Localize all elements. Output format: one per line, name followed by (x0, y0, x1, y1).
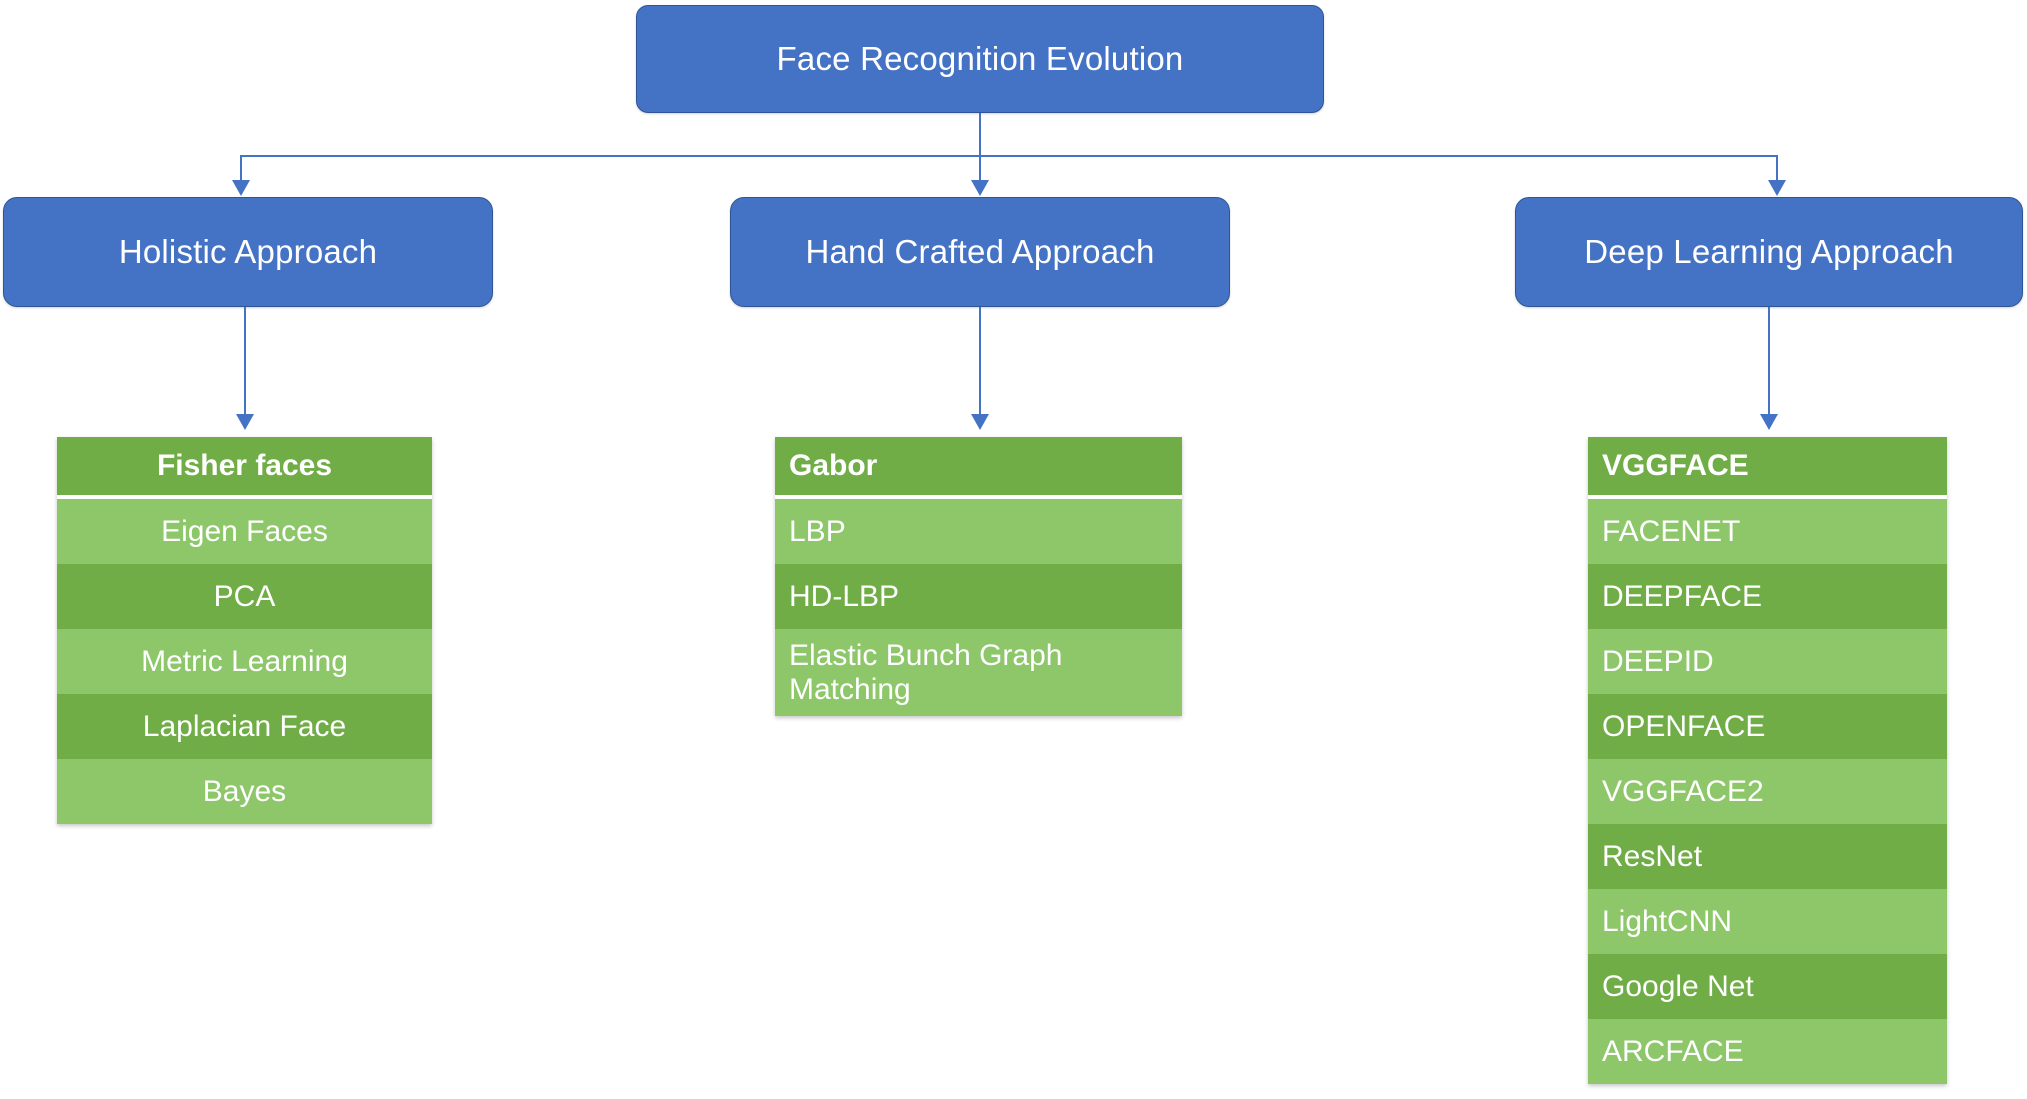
node-hand-crafted-approach-label: Hand Crafted Approach (805, 233, 1155, 270)
arrowhead-middle (971, 180, 989, 196)
list-item[interactable]: DEEPFACE (1588, 564, 1947, 629)
list-item[interactable]: HD-LBP (775, 564, 1182, 629)
list-item[interactable]: ARCFACE (1588, 1019, 1947, 1084)
list-item-label: Google Net (1602, 969, 1754, 1003)
list-item-label: LightCNN (1602, 904, 1733, 938)
connector-holistic-to-list (244, 307, 246, 417)
list-item[interactable]: Laplacian Face (57, 694, 432, 759)
list-item-label: Bayes (202, 774, 287, 808)
connector-drop-middle (979, 155, 981, 183)
list-item-label: VGGFACE (1602, 449, 1749, 483)
connector-horizontal-bus (240, 155, 1777, 157)
list-item-label: FACENET (1602, 514, 1741, 548)
node-root-label: Face Recognition Evolution (776, 40, 1184, 77)
arrowhead-left (232, 180, 250, 196)
list-item[interactable]: Bayes (57, 759, 432, 824)
list-item[interactable]: DEEPID (1588, 629, 1947, 694)
node-root[interactable]: Face Recognition Evolution (636, 5, 1324, 113)
node-holistic-approach-label: Holistic Approach (118, 233, 378, 270)
list-item-label: Fisher faces (156, 449, 333, 483)
connector-deep-learning-to-list (1768, 307, 1770, 417)
list-item-label: DEEPFACE (1602, 579, 1763, 613)
node-deep-learning-approach-label: Deep Learning Approach (1584, 233, 1954, 270)
arrowhead-holistic-list (236, 414, 254, 430)
list-item-label: DEEPID (1602, 644, 1714, 678)
connector-hand-crafted-to-list (979, 307, 981, 417)
list-deep-learning-methods: VGGFACE FACENET DEEPFACE DEEPID OPENFACE VGGF… (1588, 437, 1947, 1084)
connector-root-stem (979, 113, 981, 156)
list-item-label: VGGFACE2 (1602, 774, 1764, 808)
list-item[interactable]: PCA (57, 564, 432, 629)
list-item[interactable]: Elastic Bunch Graph Matching (775, 629, 1182, 717)
list-item-label: ARCFACE (1602, 1034, 1744, 1068)
list-item-header[interactable]: Fisher faces (57, 437, 432, 499)
list-item-label: OPENFACE (1602, 709, 1766, 743)
arrowhead-hand-crafted-list (971, 414, 989, 430)
list-item[interactable]: LBP (775, 499, 1182, 564)
list-item-label: Laplacian Face (142, 709, 347, 743)
list-item-label: PCA (213, 579, 276, 613)
list-item-label: Elastic Bunch Graph Matching (789, 639, 1063, 706)
node-holistic-approach[interactable]: Holistic Approach (3, 197, 493, 307)
list-item-label: Eigen Faces (161, 514, 328, 548)
connector-drop-left (240, 155, 242, 183)
list-item-label: ResNet (1602, 839, 1703, 873)
arrowhead-right (1768, 180, 1786, 196)
connector-drop-right (1776, 155, 1778, 183)
list-item[interactable]: Eigen Faces (57, 499, 432, 564)
list-item[interactable]: OPENFACE (1588, 694, 1947, 759)
list-item-label: HD-LBP (789, 579, 900, 613)
list-item[interactable]: FACENET (1588, 499, 1947, 564)
list-item-label: LBP (789, 514, 846, 548)
list-item[interactable]: VGGFACE2 (1588, 759, 1947, 824)
list-item[interactable]: Metric Learning (57, 629, 432, 694)
arrowhead-deep-learning-list (1760, 414, 1778, 430)
list-item-header[interactable]: VGGFACE (1588, 437, 1947, 499)
list-item-label: Gabor (789, 449, 878, 483)
list-item-header[interactable]: Gabor (775, 437, 1182, 499)
node-deep-learning-approach[interactable]: Deep Learning Approach (1515, 197, 2023, 307)
node-hand-crafted-approach[interactable]: Hand Crafted Approach (730, 197, 1230, 307)
list-item[interactable]: ResNet (1588, 824, 1947, 889)
list-item-label: Metric Learning (141, 644, 348, 678)
list-item[interactable]: LightCNN (1588, 889, 1947, 954)
list-item[interactable]: Google Net (1588, 954, 1947, 1019)
